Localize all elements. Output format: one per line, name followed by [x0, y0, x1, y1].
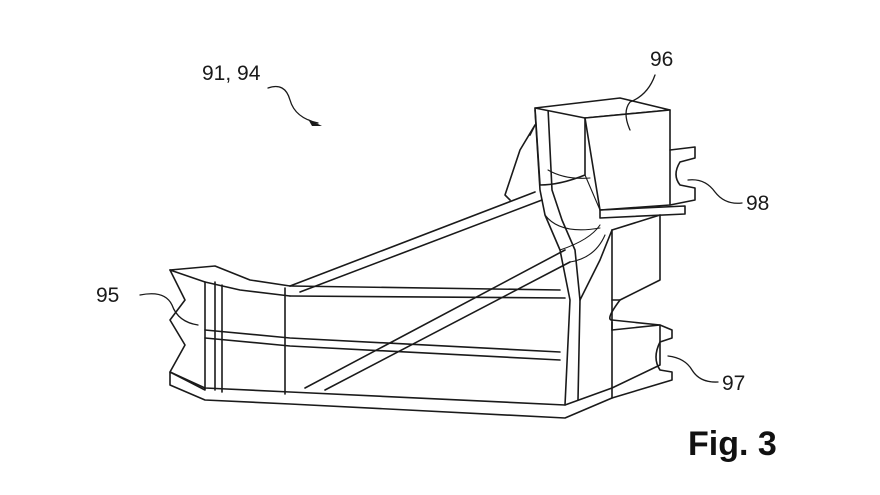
leader-96 [625, 74, 656, 131]
label-assembly: 91, 94 [202, 62, 261, 85]
upper-flange [599, 146, 696, 219]
leader-91-94 [267, 85, 319, 124]
arrowhead-icon [308, 119, 322, 126]
leader-98 [687, 179, 743, 204]
figure-caption: Fig. 3 [688, 425, 777, 463]
label-96: 96 [650, 48, 673, 71]
leader-95 [139, 293, 199, 326]
label-97: 97 [722, 372, 745, 395]
bracket-body [169, 107, 661, 419]
lower-flange [611, 321, 673, 399]
label-95: 95 [96, 284, 119, 307]
leader-97 [667, 355, 719, 383]
leader-lines [139, 74, 743, 383]
label-98: 98 [746, 192, 769, 215]
